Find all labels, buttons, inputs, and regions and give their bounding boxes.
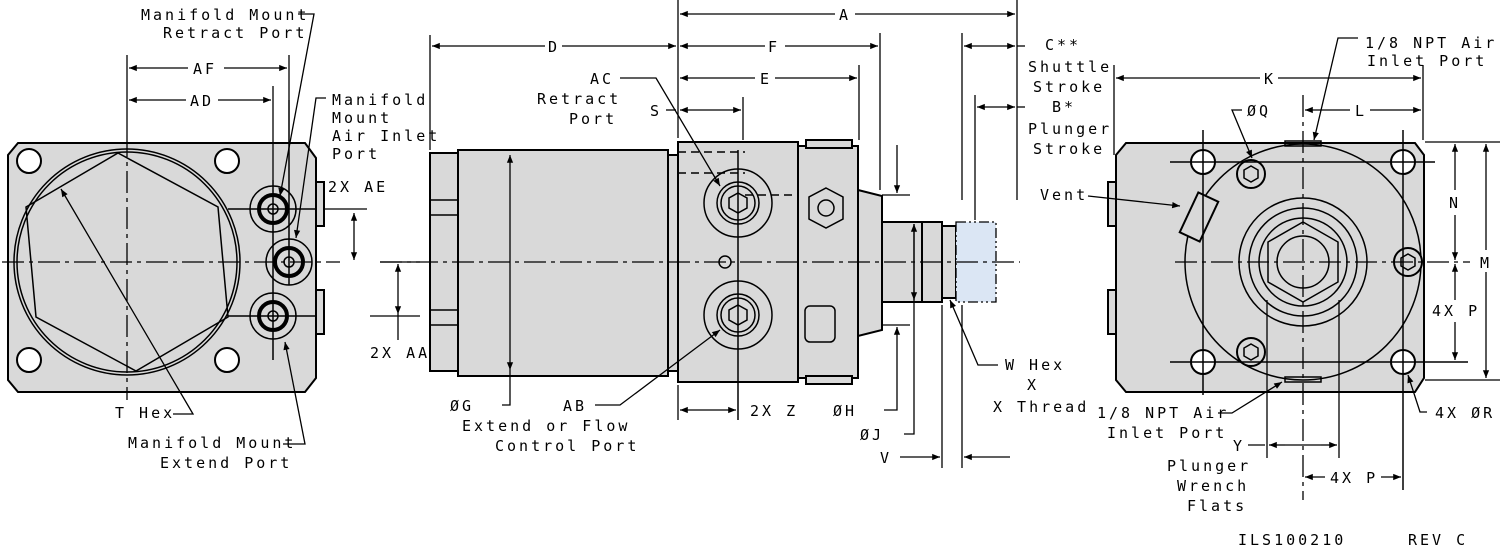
- callout-air-inlet-line3: Air Inlet: [332, 127, 440, 145]
- callout-air-inlet-line2: Mount: [332, 109, 392, 127]
- callout-ac-line3: Port: [569, 110, 617, 128]
- callout-air-inlet-line4: Port: [332, 145, 380, 163]
- callout-npt-bot-line1: 1/8 NPT Air: [1097, 404, 1229, 422]
- dim-c-line1: C**: [1045, 36, 1081, 54]
- left-side-tab-bottom: [315, 289, 325, 335]
- t-hex-shape: [25, 152, 229, 372]
- dim-r-label: 4X ØR: [1435, 404, 1495, 422]
- housing-top-lip: [805, 139, 853, 149]
- callout-w-line3: X Thread: [993, 398, 1089, 416]
- mounting-hole: [214, 347, 240, 373]
- callout-air-inlet-line1: Manifold: [332, 91, 428, 109]
- housing-bottom-lip: [805, 375, 853, 385]
- manifold-extend-port: [228, 292, 316, 340]
- cap-screw-q: [1236, 159, 1266, 189]
- dim-m-label: M: [1480, 254, 1492, 272]
- mounting-hole: [214, 148, 240, 174]
- callout-ab-line2: Extend or Flow: [462, 417, 630, 435]
- left-side-tab-top: [315, 181, 325, 227]
- dim-b-line3: Stroke: [1033, 140, 1105, 158]
- dim-k-label: K: [1264, 70, 1276, 88]
- dim-h-label: ØH: [833, 402, 857, 420]
- callout-w-line2: X: [1027, 376, 1039, 394]
- dim-c-line3: Stroke: [1033, 78, 1105, 96]
- dim-a-label: A: [839, 6, 851, 24]
- dim-aa-label: 2X AA: [370, 344, 430, 362]
- callout-extend-port-line1: Manifold Mount: [128, 434, 296, 452]
- callout-npt-top-line1: 1/8 NPT Air: [1365, 34, 1497, 52]
- callout-ac-line1: AC: [590, 70, 614, 88]
- nose-taper: [857, 188, 883, 338]
- dim-p-horizontal-label: 4X P: [1330, 469, 1378, 487]
- callout-npt-top-line2: Inlet Port: [1367, 52, 1487, 70]
- dim-e-label: E: [760, 70, 772, 88]
- dim-b-line1: B*: [1052, 98, 1076, 116]
- dim-ae-label: 2X AE: [328, 178, 388, 196]
- drawing-revision: REV C: [1408, 531, 1468, 547]
- mounting-hole: [16, 148, 42, 174]
- dim-l-label: L: [1355, 102, 1367, 120]
- dim-y-line3: Wrench: [1177, 477, 1249, 495]
- callout-ab-line3: Control Port: [495, 437, 639, 455]
- dim-f-label: F: [768, 38, 780, 56]
- callout-ac-line2: Retract: [537, 90, 621, 108]
- drawing-number: ILS100210: [1238, 531, 1346, 547]
- callout-extend-port-line2: Extend Port: [160, 454, 292, 472]
- callout-vent: Vent: [1040, 186, 1088, 204]
- dim-y-label: Y: [1233, 437, 1245, 455]
- dim-ad-label: AD: [190, 92, 214, 110]
- fitting-hex-top: [808, 187, 844, 229]
- callout-retract-port-line1: Manifold Mount: [141, 6, 309, 24]
- dim-y-line2: Plunger: [1167, 457, 1251, 475]
- mounting-hole: [16, 347, 42, 373]
- right-end-view: K L 1/8 NPT Air Inlet Port ØQ Vent N M 4…: [1040, 34, 1500, 547]
- dim-j-label: ØJ: [860, 426, 884, 444]
- dim-g-label: ØG: [450, 397, 474, 415]
- cylinder-body: [457, 149, 669, 377]
- dim-y-line4: Flats: [1187, 497, 1247, 515]
- dim-b-line2: Plunger: [1028, 120, 1112, 138]
- dim-v-label: V: [880, 449, 892, 467]
- dim-af-label: AF: [193, 60, 217, 78]
- right-body-plate: [1115, 142, 1425, 393]
- dim-n-label: N: [1449, 194, 1461, 212]
- side-view: A D F E S AC Retract Port C** Shuttle St…: [380, 0, 1112, 468]
- fitting-bottom: [804, 305, 836, 343]
- dim-d-label: D: [548, 38, 560, 56]
- vent-fitting: [1178, 191, 1220, 243]
- callout-retract-port-line2: Retract Port: [163, 24, 307, 42]
- dim-s-label: S: [650, 102, 662, 120]
- dim-p-vertical-label: 4X P: [1432, 302, 1480, 320]
- callout-w-line1: W Hex: [1005, 356, 1065, 374]
- left-end-view: AF AD 2X AE 2X AA Manifold Mount Retract…: [2, 6, 440, 472]
- callout-t-hex: T Hex: [115, 404, 175, 422]
- body-collar: [667, 154, 679, 372]
- dim-z-label: 2X Z: [750, 402, 798, 420]
- manifold-air-inlet-port: [265, 100, 313, 286]
- dim-q-label: ØQ: [1247, 102, 1271, 120]
- callout-ab-line1: AB: [563, 397, 587, 415]
- dim-c-line2: Shuttle: [1028, 58, 1112, 76]
- callout-npt-bot-line2: Inlet Port: [1107, 424, 1227, 442]
